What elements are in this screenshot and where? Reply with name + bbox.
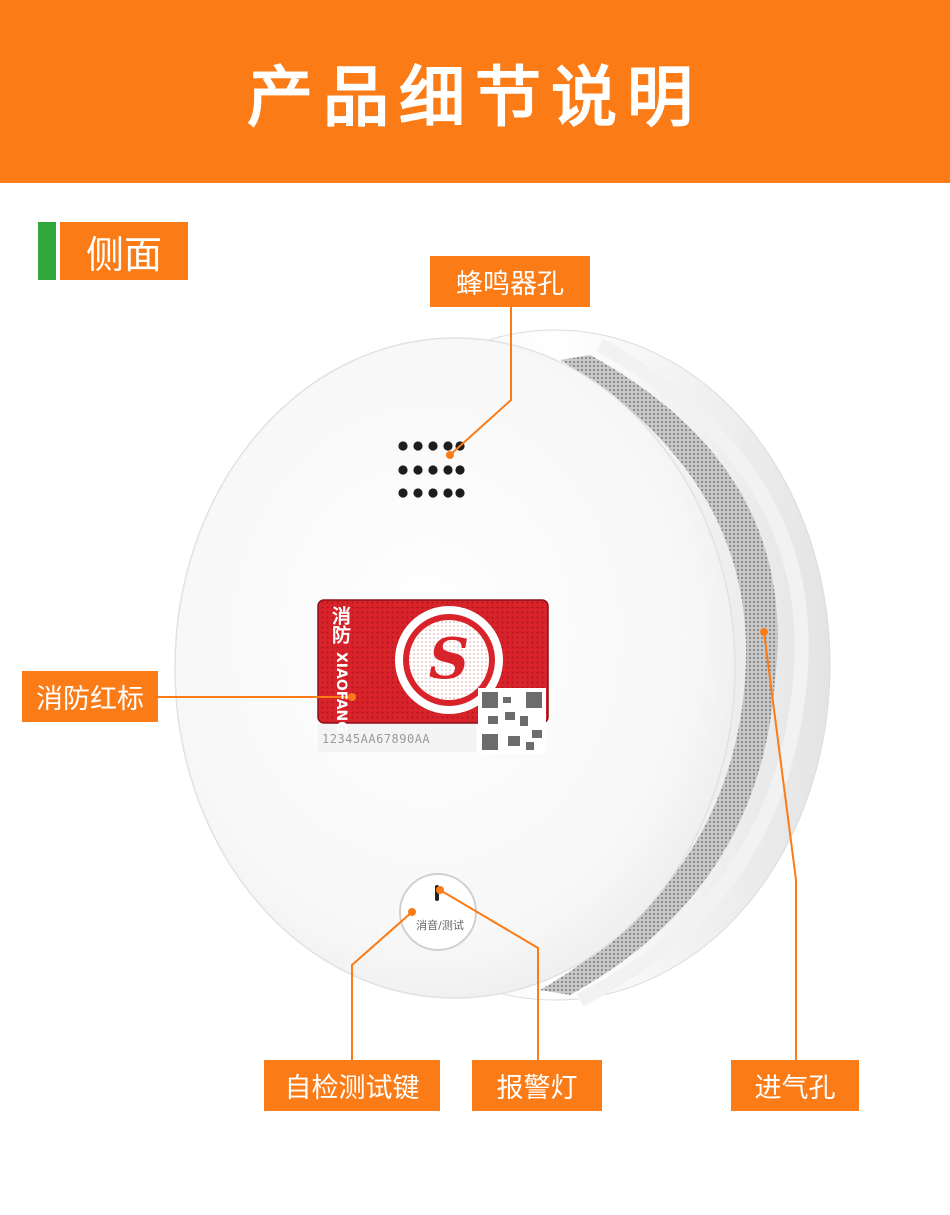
callout-leader-lines bbox=[158, 307, 797, 1060]
test-button-label: 消音/测试 bbox=[416, 919, 464, 932]
callout-self-test: 自检测试键 bbox=[264, 1060, 440, 1111]
section-tag-green-bar bbox=[38, 222, 56, 280]
sticker-serial: 12345AA67890AA bbox=[322, 732, 431, 746]
sticker-cn-text: 消防 bbox=[329, 606, 351, 644]
section-tag-label: 侧面 bbox=[60, 222, 188, 280]
section-tag: 侧面 bbox=[38, 222, 188, 280]
header-banner: 产品细节说明 bbox=[0, 0, 950, 183]
callout-red-label: 消防红标 bbox=[22, 671, 158, 722]
fire-safety-sticker bbox=[317, 599, 549, 754]
sticker-en-text: XIAOFANG bbox=[333, 652, 349, 733]
buzzer-holes bbox=[398, 441, 465, 498]
air-inlet-mesh bbox=[540, 355, 778, 995]
callout-buzzer: 蜂鸣器孔 bbox=[430, 256, 590, 307]
callout-air-inlet: 进气孔 bbox=[731, 1060, 859, 1111]
page-title: 产品细节说明 bbox=[247, 58, 703, 136]
callout-dots bbox=[348, 451, 768, 916]
sticker-logo-letter: S bbox=[428, 626, 470, 692]
callout-alarm-light: 报警灯 bbox=[472, 1060, 602, 1111]
